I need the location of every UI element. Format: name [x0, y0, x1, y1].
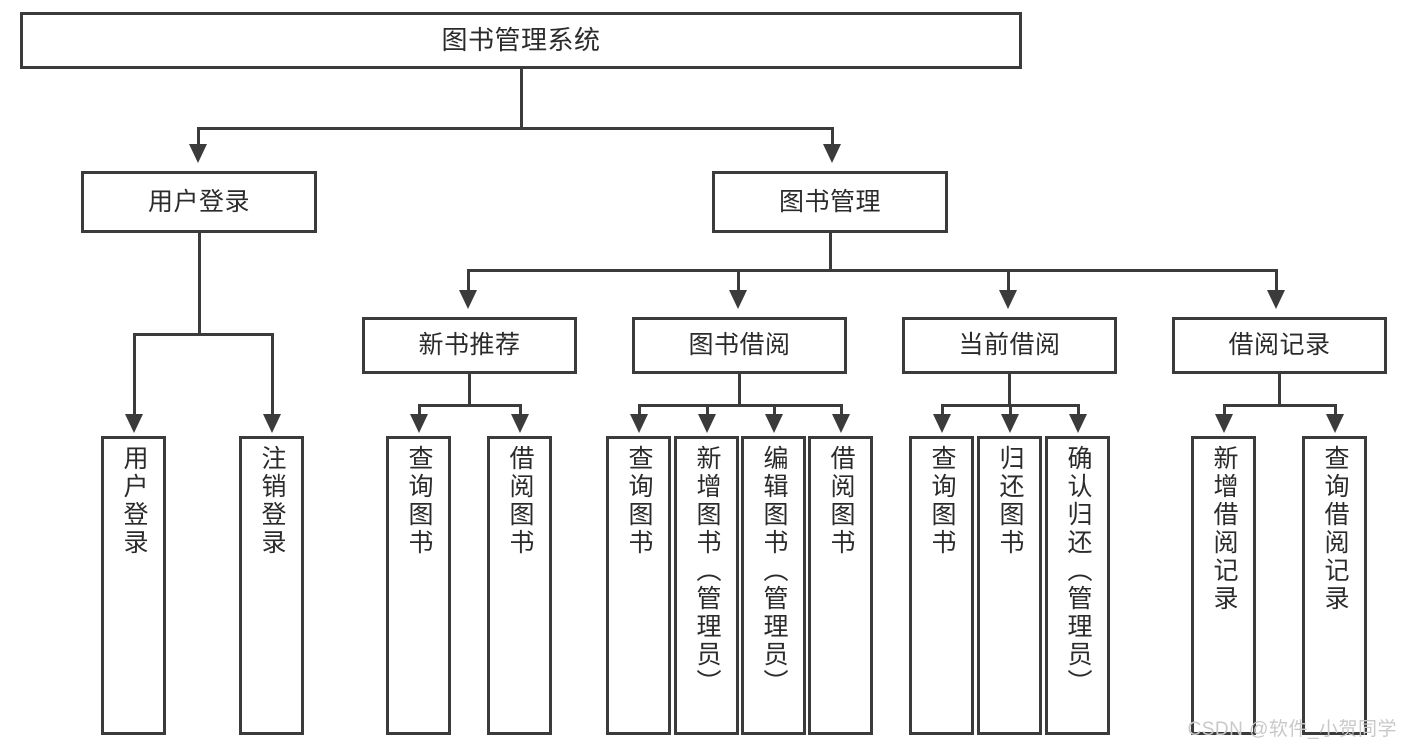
node-label: 新增图书（管理员）: [693, 445, 721, 697]
connector-cb-drop-3: [1077, 404, 1080, 417]
connector-user-login-drop-1: [133, 333, 136, 417]
arrow-leaf-borrow-book-2: [832, 414, 850, 433]
node-label: 用户登录: [120, 445, 148, 557]
arrow-leaf-logout: [263, 414, 281, 433]
connector-to-borrow-record: [1275, 269, 1278, 293]
connector-br-drop-2: [1334, 404, 1337, 417]
arrow-leaf-query-book-3: [933, 414, 951, 433]
connector-user-login-bus: [133, 333, 274, 336]
arrow-leaf-confirm-return: [1069, 414, 1087, 433]
connector-current-borrow-stem: [1008, 374, 1011, 406]
arrow-to-borrow-record: [1267, 290, 1285, 309]
connector-bb-drop-3: [773, 404, 776, 417]
node-user-login[interactable]: 用户登录: [81, 171, 317, 233]
node-label: 新增借阅记录: [1210, 445, 1238, 613]
connector-to-current-borrow: [1007, 269, 1010, 293]
arrow-to-current-borrow: [999, 290, 1017, 309]
connector-new-book-recommend-bus: [418, 404, 520, 407]
node-leaf-user-login[interactable]: 用户登录: [101, 436, 166, 735]
connector-user-login-stem: [198, 233, 201, 335]
connector-user-login-drop-2: [271, 333, 274, 417]
connector-nbr-drop-1: [418, 404, 421, 417]
arrow-to-new-book-recommend: [459, 290, 477, 309]
node-leaf-return-book[interactable]: 归还图书: [977, 436, 1042, 735]
node-leaf-logout[interactable]: 注销登录: [239, 436, 304, 735]
arrow-leaf-query-book-2: [630, 414, 648, 433]
node-label: 查询图书: [625, 445, 653, 557]
csdn-watermark: CSDN @软件_小贺同学: [1187, 719, 1397, 740]
node-borrow-record[interactable]: 借阅记录: [1172, 317, 1387, 374]
node-leaf-borrow-book-2[interactable]: 借阅图书: [808, 436, 873, 735]
connector-to-new-book-recommend: [467, 269, 470, 293]
arrow-leaf-add-book: [698, 414, 716, 433]
node-label: 借阅图书: [827, 445, 855, 557]
arrow-to-book-borrow: [729, 290, 747, 309]
connector-book-management-stem: [829, 233, 832, 271]
node-label: 归还图书: [996, 445, 1024, 557]
arrow-leaf-edit-book: [765, 414, 783, 433]
arrow-to-user-login: [189, 144, 207, 163]
node-label: 查询借阅记录: [1321, 445, 1349, 613]
connector-root-stem: [520, 69, 523, 127]
node-leaf-edit-book[interactable]: 编辑图书（管理员）: [741, 436, 806, 735]
node-label: 图书借阅: [688, 331, 791, 359]
node-label: 当前借阅: [958, 331, 1061, 359]
node-new-book-recommend[interactable]: 新书推荐: [362, 317, 577, 374]
node-book-management[interactable]: 图书管理: [712, 171, 948, 233]
node-leaf-query-record[interactable]: 查询借阅记录: [1302, 436, 1367, 735]
node-leaf-add-book[interactable]: 新增图书（管理员）: [674, 436, 739, 735]
node-leaf-borrow-book-1[interactable]: 借阅图书: [487, 436, 552, 735]
connector-borrow-record-stem: [1278, 374, 1281, 406]
connector-cb-drop-1: [941, 404, 944, 417]
connector-bb-drop-4: [840, 404, 843, 417]
node-current-borrow[interactable]: 当前借阅: [902, 317, 1117, 374]
connector-to-user-login: [197, 127, 200, 147]
node-label: 编辑图书（管理员）: [760, 445, 788, 697]
node-leaf-query-book-1[interactable]: 查询图书: [386, 436, 451, 735]
node-book-borrow[interactable]: 图书借阅: [632, 317, 847, 374]
node-label: 图书管理系统: [441, 25, 601, 56]
connector-to-book-borrow: [737, 269, 740, 293]
connector-book-borrow-stem: [738, 374, 741, 406]
arrow-to-book-management: [823, 144, 841, 163]
node-label: 确认归还（管理员）: [1064, 445, 1092, 697]
node-label: 借阅记录: [1228, 331, 1331, 359]
node-label: 注销登录: [258, 445, 286, 557]
node-label: 图书管理: [778, 187, 881, 216]
node-label: 查询图书: [928, 445, 956, 557]
node-label: 查询图书: [405, 445, 433, 557]
node-root-system[interactable]: 图书管理系统: [20, 12, 1022, 69]
arrow-leaf-return-book: [1001, 414, 1019, 433]
node-leaf-add-record[interactable]: 新增借阅记录: [1191, 436, 1256, 735]
connector-new-book-recommend-stem: [468, 374, 471, 406]
arrow-leaf-add-record: [1215, 414, 1233, 433]
connector-level3-bus: [467, 269, 1278, 272]
connector-to-book-management: [831, 127, 834, 147]
connector-book-borrow-bus: [638, 404, 841, 407]
arrow-leaf-user-login: [125, 414, 143, 433]
connector-cb-drop-2: [1009, 404, 1012, 417]
connector-bb-drop-2: [706, 404, 709, 417]
node-leaf-query-book-3[interactable]: 查询图书: [909, 436, 974, 735]
connector-level2-bus: [197, 127, 834, 130]
node-label: 借阅图书: [506, 445, 534, 557]
connector-bb-drop-1: [638, 404, 641, 417]
connector-borrow-record-bus: [1223, 404, 1336, 407]
connector-br-drop-1: [1223, 404, 1226, 417]
connector-nbr-drop-2: [519, 404, 522, 417]
node-label: 用户登录: [147, 187, 250, 216]
arrow-leaf-query-record: [1326, 414, 1344, 433]
node-leaf-confirm-return[interactable]: 确认归还（管理员）: [1045, 436, 1110, 735]
arrow-leaf-borrow-book-1: [511, 414, 529, 433]
node-leaf-query-book-2[interactable]: 查询图书: [606, 436, 671, 735]
node-label: 新书推荐: [418, 331, 521, 359]
arrow-leaf-query-book-1: [410, 414, 428, 433]
